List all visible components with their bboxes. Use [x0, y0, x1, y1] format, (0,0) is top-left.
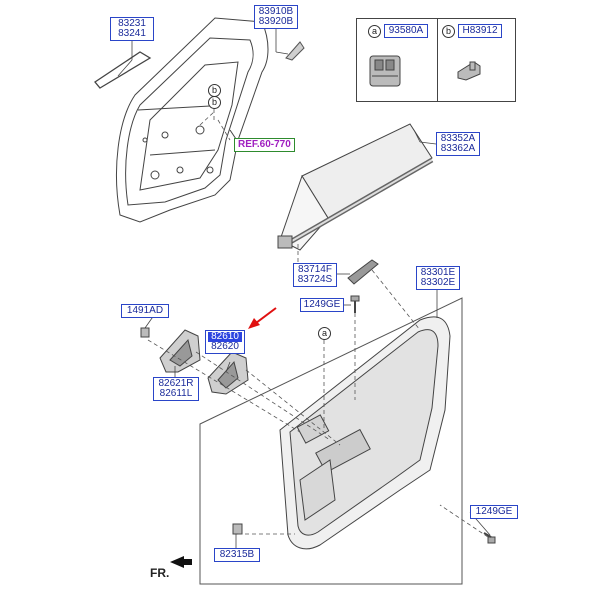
callout-b-2: b: [208, 96, 221, 109]
part-number: 83724S: [297, 274, 333, 285]
part-label-83352A[interactable]: 83352A 83362A: [436, 132, 480, 156]
part-label-82315B[interactable]: 82315B: [214, 548, 260, 562]
bracket-clip-drawing: [457, 61, 481, 81]
door-frame-drawing: [116, 17, 269, 223]
part-label-1249GE-bottom[interactable]: 1249GE: [470, 505, 518, 519]
part-label-83714F[interactable]: 83714F 83724S: [293, 263, 337, 287]
part-label-83910B[interactable]: 83910B 83920B: [254, 5, 298, 29]
front-arrow: [170, 556, 192, 568]
legend-part-a[interactable]: 93580A: [384, 24, 428, 38]
sunshade-drawing: [277, 123, 434, 251]
part-number: 82610: [208, 332, 242, 342]
front-direction-label: FR.: [150, 566, 170, 580]
weatherstrip-drawing: [94, 51, 152, 89]
inside-handle-drawing: [159, 329, 249, 395]
part-number: 83920B: [258, 16, 294, 27]
part-number: 83352A: [440, 133, 476, 144]
part-label-1491AD[interactable]: 1491AD: [121, 304, 169, 318]
part-number: 83241: [118, 28, 146, 39]
power-window-switch-drawing: [369, 55, 401, 87]
part-label-83231[interactable]: 83231 83241: [110, 17, 154, 41]
legend-a-circle: a: [368, 25, 381, 38]
reference-link-60-770[interactable]: REF.60-770: [234, 138, 295, 152]
part-number: 82611L: [159, 388, 193, 399]
clip-drawing: [140, 327, 150, 338]
part-number: 83910B: [258, 6, 294, 17]
bottom-clip-drawing: [232, 523, 243, 535]
part-label-83301E[interactable]: 83301E 83302E: [416, 266, 460, 290]
part-label-1249GE-top[interactable]: 1249GE: [300, 298, 344, 312]
highlight-arrow: [248, 307, 277, 329]
part-number: 83231: [118, 18, 146, 29]
callout-a-1: a: [318, 327, 331, 340]
part-number: 82315B: [219, 549, 255, 560]
dashed-assembly-lines: [147, 95, 489, 538]
legend-part-b[interactable]: H83912: [458, 24, 502, 38]
part-number: 1249GE: [475, 506, 513, 517]
grille-drawing: [347, 259, 379, 285]
part-number: 82621R: [158, 378, 194, 389]
legend-divider: [437, 19, 438, 101]
screw-drawing: [350, 295, 496, 544]
legend-box: [356, 18, 516, 102]
part-number: 82620: [211, 341, 239, 352]
part-number: 83714F: [298, 264, 332, 275]
part-label-82621R[interactable]: 82621R 82611L: [153, 377, 199, 401]
part-number: 83302E: [420, 277, 456, 288]
door-trim-panel-drawing: [279, 316, 451, 550]
delta-cover-drawing: [285, 41, 305, 61]
part-label-82610-highlighted[interactable]: 82610 82620: [205, 330, 245, 354]
part-number: 1249GE: [303, 299, 341, 310]
legend-b-circle: b: [442, 25, 455, 38]
part-number: 83301E: [420, 267, 456, 278]
part-number: 83362A: [440, 143, 476, 154]
part-number: 1491AD: [126, 305, 164, 316]
door-trim-box: [199, 297, 463, 585]
